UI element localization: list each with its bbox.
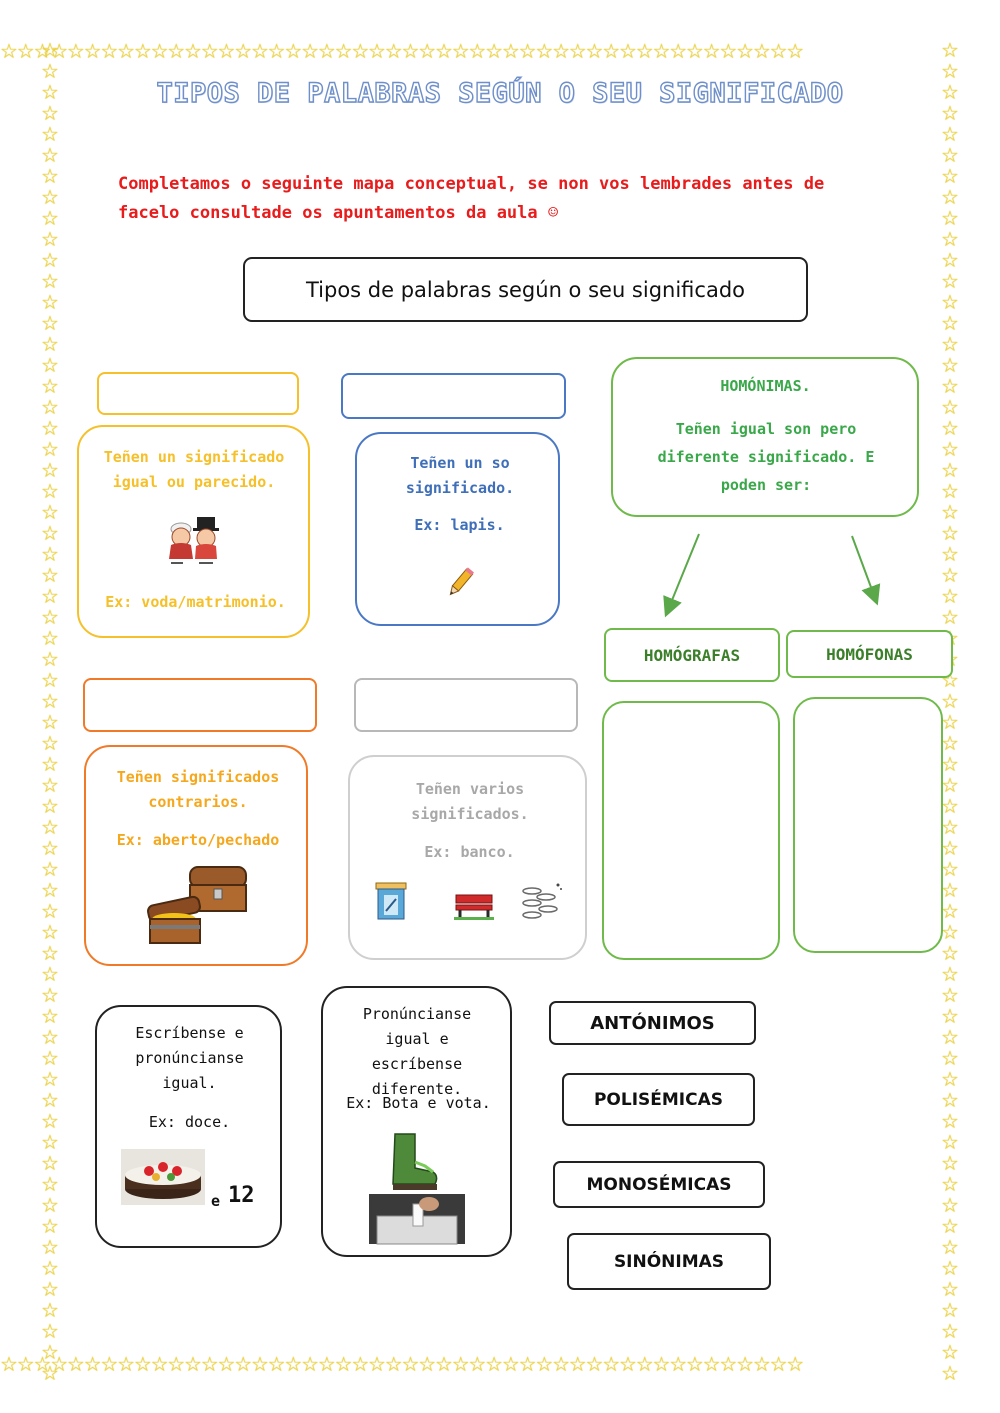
- polisemicas-card: Teñen varios significados. Ex: banco.: [348, 755, 587, 960]
- homografas-definition-card[interactable]: Escríbense e pronúncianse igual. Ex: doc…: [95, 1005, 282, 1248]
- homofonas-label-box: HOMÓFONAS: [786, 630, 953, 678]
- word-polisemicas[interactable]: POLISÉMICAS: [562, 1073, 755, 1126]
- word-antonimos[interactable]: ANTÓNIMOS: [549, 1001, 756, 1045]
- treasure-chests-image: [144, 863, 248, 945]
- homografas-definition-number: 12: [228, 1183, 255, 1208]
- homografas-drop-box[interactable]: [602, 701, 780, 960]
- word-monosemicas[interactable]: MONOSÉMICAS: [553, 1161, 765, 1208]
- boot-image: [385, 1132, 441, 1194]
- ballot-box-image: [369, 1194, 465, 1244]
- antonimos-text: Teñen significados contrarios.: [108, 765, 288, 815]
- homografas-definition-e: e: [211, 1192, 220, 1210]
- word-monosemicas-text: MONOSÉMICAS: [586, 1175, 731, 1195]
- homofonas-label: HOMÓFONAS: [826, 645, 913, 664]
- homografas-definition-text: Escríbense e pronúncianse igual.: [112, 1021, 267, 1096]
- word-polisemicas-text: POLISÉMICAS: [594, 1090, 723, 1110]
- bank-building-image: [374, 881, 408, 921]
- word-antonimos-text: ANTÓNIMOS: [590, 1013, 715, 1034]
- homofonas-drop-box[interactable]: [793, 697, 943, 953]
- homografas-label-box: HOMÓGRAFAS: [604, 628, 780, 682]
- park-bench-image: [454, 893, 494, 921]
- homofonas-definition-example: Ex: Bota e vota.: [328, 1094, 509, 1112]
- antonimos-card: Teñen significados contrarios. Ex: abert…: [84, 745, 308, 966]
- homofonas-definition-card[interactable]: Pronúncianse igual e escríbense diferent…: [321, 986, 512, 1257]
- homografas-definition-example: Ex: doce.: [107, 1113, 272, 1131]
- cake-image: [121, 1149, 205, 1205]
- homografas-label: HOMÓGRAFAS: [644, 646, 740, 665]
- answer-slot-gray[interactable]: [354, 678, 578, 732]
- polisemicas-text: Teñen varios significados.: [390, 777, 550, 827]
- polisemicas-example: Ex: banco.: [360, 843, 579, 861]
- answer-slot-orange[interactable]: [83, 678, 317, 732]
- word-sinonimas-text: SINÓNIMAS: [614, 1252, 724, 1272]
- fish-school-image: [520, 881, 564, 921]
- word-sinonimas[interactable]: SINÓNIMAS: [567, 1233, 771, 1290]
- homofonas-definition-text: Pronúncianse igual e escríbense diferent…: [337, 1002, 497, 1102]
- antonimos-example: Ex: aberto/pechado: [91, 831, 305, 849]
